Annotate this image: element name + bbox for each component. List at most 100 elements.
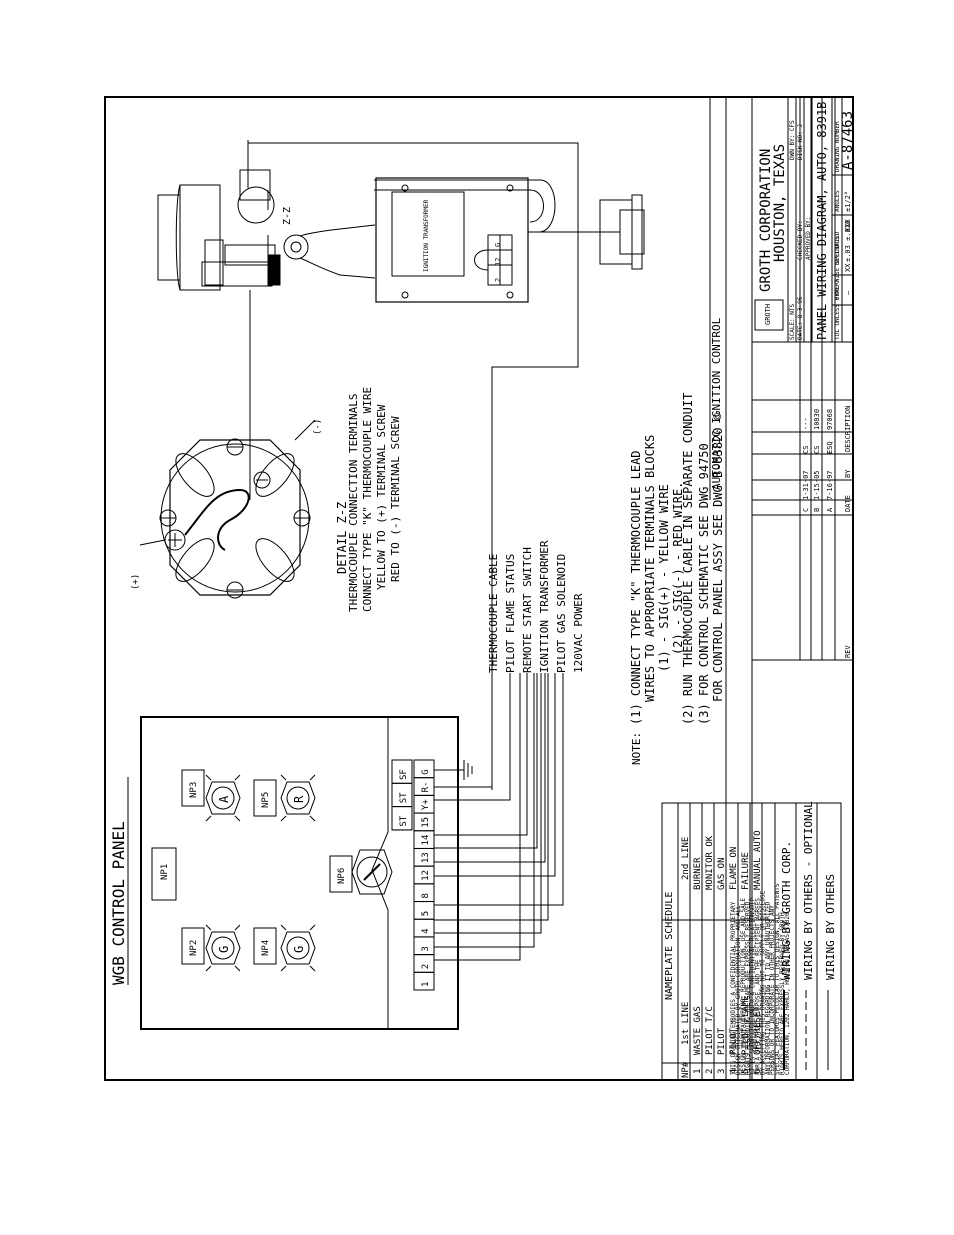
proprietary-line: CORPORATION, 1202 HAHLO, HOUSTON, TEXAS … bbox=[784, 912, 791, 1075]
minus-terminal-label: (-) bbox=[313, 419, 323, 435]
svg-text:DRAWING NUMBER: DRAWING NUMBER bbox=[834, 121, 841, 172]
cable-label-remote-start: REMOTE START SWITCH bbox=[521, 547, 534, 673]
svg-text:YELLOW TO (+) TERMINAL SCREW: YELLOW TO (+) TERMINAL SCREW bbox=[375, 404, 388, 590]
terminal-label: G bbox=[421, 769, 431, 774]
table-cell: PILOT bbox=[717, 1027, 727, 1055]
rev-cell: 97068 bbox=[826, 409, 834, 430]
svg-text:NP1: NP1 bbox=[160, 864, 170, 880]
proprietary-line: ANY INFORMATION REGARDING IT TO ANY UNAU… bbox=[764, 901, 771, 1075]
terminal-label: 12 bbox=[421, 870, 431, 881]
svg-text:NOTE:: NOTE: bbox=[630, 732, 643, 765]
svg-text:FRAC: FRAC bbox=[834, 285, 841, 300]
rev-cell: 7-16-97 bbox=[826, 470, 834, 500]
svg-text:WIRES TO APPROPRIATE TERMINALS: WIRES TO APPROPRIATE TERMINALS BLOCKS bbox=[643, 435, 657, 702]
terminal-label: R- bbox=[421, 782, 431, 793]
svg-text:DATE: 8-3-95: DATE: 8-3-95 bbox=[797, 296, 804, 340]
svg-text:WIRING BY OTHERS: WIRING BY OTHERS bbox=[824, 874, 837, 980]
svg-text:(3) FOR CONTROL SCHEMATIC SEE: (3) FOR CONTROL SCHEMATIC SEE DWG 94750 bbox=[697, 443, 711, 725]
svg-text:(2) RUN THERMOCOUPLE CABLE IN: (2) RUN THERMOCOUPLE CABLE IN SEPARATE C… bbox=[681, 393, 695, 725]
svg-text:A: A bbox=[217, 795, 231, 803]
rev-cell: CS bbox=[813, 446, 821, 454]
terminal-label: 8 bbox=[421, 893, 431, 898]
thermocouple-terminal-plus bbox=[164, 529, 186, 551]
svg-text:DISK NO: J: DISK NO: J bbox=[797, 124, 804, 160]
table-cell: FAILURE bbox=[741, 852, 751, 890]
terminal-label: 3 bbox=[421, 946, 431, 951]
proprietary-line: DESIGN ORIGINATED BY GROTH CORPORATION, … bbox=[735, 905, 742, 1075]
rev-cell: --- bbox=[802, 417, 810, 430]
cable-label-thermocouple: THERMOCOUPLE CABLE bbox=[487, 554, 500, 673]
lamp-amber: A bbox=[205, 781, 241, 815]
proprietary-line: RIGHTS REGARDING THE SAME ARE EXPRESSLY … bbox=[745, 898, 752, 1075]
table-cell: 3 bbox=[717, 1069, 727, 1074]
table-cell: OFF/RESET bbox=[753, 1006, 763, 1055]
np6-nameplate: NP6 bbox=[329, 855, 353, 893]
selector-switch-icon bbox=[351, 849, 393, 895]
terminal-head-octagon bbox=[169, 439, 301, 596]
cable-label-pilot-gas-solenoid: PILOT GAS SOLENOID bbox=[555, 554, 568, 673]
table-cell: PILOT FLAME bbox=[741, 995, 751, 1055]
svg-text:CHECKED BY:: CHECKED BY: bbox=[797, 220, 804, 260]
np4-nameplate: NP4 bbox=[253, 927, 277, 965]
drawing-title: PANEL WIRING DIAGRAM, AUTO, 8391B bbox=[815, 102, 829, 340]
svg-text:NP#: NP# bbox=[681, 1061, 691, 1078]
svg-text:12: 12 bbox=[494, 258, 502, 266]
rev-cell: 1-15-05 bbox=[813, 470, 821, 500]
np1-nameplate: NP1 bbox=[151, 847, 177, 901]
svg-text:CONNECT TYPE "K" THERMOCOUPLE: CONNECT TYPE "K" THERMOCOUPLE WIRE bbox=[361, 387, 374, 612]
terminal-label: 1 bbox=[421, 982, 431, 987]
cable-label-pilot-flame-status: PILOT FLAME STATUS bbox=[504, 554, 517, 673]
svg-text:DWN BY: CFS: DWN BY: CFS bbox=[789, 120, 796, 160]
rev-cell: 10830 bbox=[813, 409, 821, 430]
detail-zz-section: (+) (-) DETAIL Z-Z THERMOCOUPLE CONNECTI… bbox=[131, 387, 402, 612]
groth-logo: GROTH bbox=[764, 304, 772, 325]
rev-cell: C bbox=[802, 508, 810, 512]
rev-cell: 1-31-07 bbox=[802, 470, 810, 500]
control-panel-section: WGB CONTROL PANEL NP1 NP2 NP3 NP4 NP5 bbox=[109, 142, 842, 1081]
table-cell: 6 bbox=[753, 1069, 763, 1074]
proprietary-line: SPECIAL FEATURES PECULIAR TO THIS DESIGN… bbox=[774, 883, 781, 1075]
terminal-cell bbox=[413, 759, 435, 779]
terminal-label: 13 bbox=[421, 852, 431, 863]
svg-text:NP5: NP5 bbox=[261, 792, 271, 808]
svg-text:XX: XX bbox=[844, 263, 852, 272]
terminal-label: 4 bbox=[421, 929, 431, 934]
wiring-legend: WIRING BY GROTH CORP. WIRING BY OTHERS -… bbox=[774, 801, 842, 1081]
detail-title: DETAIL Z-Z bbox=[335, 502, 349, 574]
svg-text:NP2: NP2 bbox=[189, 940, 199, 956]
svg-text:NAMEPLATE SCHEDULE: NAMEPLATE SCHEDULE bbox=[664, 892, 675, 1000]
svg-text:2nd LINE: 2nd LINE bbox=[681, 837, 691, 880]
terminal-label: 15 bbox=[421, 817, 431, 828]
svg-text:R: R bbox=[292, 795, 306, 803]
terminal-label: 2 bbox=[421, 964, 431, 969]
lamp-green-1: G bbox=[205, 931, 241, 965]
table-cell: BURNER bbox=[693, 857, 703, 890]
ground-icon bbox=[434, 760, 473, 780]
svg-text:NP3: NP3 bbox=[189, 782, 199, 798]
svg-text:DECIMALS: DECIMALS bbox=[834, 236, 841, 265]
drawing-border bbox=[104, 96, 854, 1081]
svg-text:RED TO (-) TERMINAL SCREW: RED TO (-) TERMINAL SCREW bbox=[389, 416, 402, 582]
company-name: GROTH CORPORATION bbox=[758, 149, 774, 292]
table-cell: GAS ON bbox=[717, 857, 727, 890]
svg-text:ANGLES: ANGLES bbox=[834, 190, 841, 212]
proprietary-line: PERSONS OR TO INCORPORATE IN OTHER PROJE… bbox=[769, 905, 776, 1075]
table-cell: 2 bbox=[705, 1069, 715, 1074]
title-block-header: AUTOMATIC IGNITION CONTROL bbox=[710, 317, 723, 490]
svg-text:XXX: XXX bbox=[844, 219, 852, 232]
table-cell: MONITOR OK bbox=[705, 835, 715, 890]
terminal-label: ST bbox=[399, 815, 409, 826]
svg-text:G: G bbox=[292, 946, 306, 953]
ignition-transformer-box: IGNITION TRANSFORMER 2 12 G bbox=[375, 177, 529, 303]
thermocouple-terminal-minus bbox=[253, 471, 271, 489]
rev-cell: B bbox=[813, 508, 821, 512]
pilot-equipment-drawing: Z-Z IGNITION TRANSFORMER 2 12 G bbox=[157, 140, 645, 500]
proprietary-line: RIGHTS HERETO ARE EXPRESSLY RESERVED BY … bbox=[779, 912, 786, 1075]
svg-text:2: 2 bbox=[494, 278, 502, 282]
svg-text:THERMOCOUPLE CONNECTION TERMIN: THERMOCOUPLE CONNECTION TERMINALS bbox=[347, 393, 360, 612]
svg-text:±1/2°: ±1/2° bbox=[844, 191, 852, 212]
lamp-red: R bbox=[280, 781, 316, 815]
terminal-label: 5 bbox=[421, 911, 431, 916]
rev-header: REV bbox=[844, 645, 852, 658]
